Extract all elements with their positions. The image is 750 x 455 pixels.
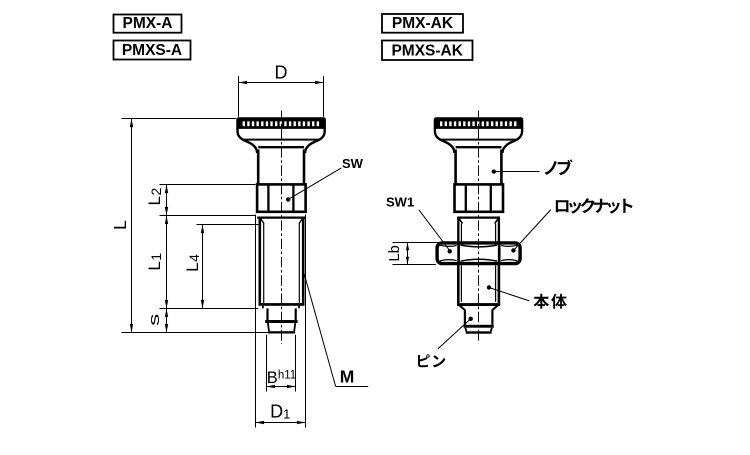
svg-text:L2: L2 — [145, 188, 164, 206]
svg-text:PMXS-A: PMXS-A — [122, 42, 182, 59]
svg-text:s: s — [146, 314, 162, 326]
svg-text:PMX-AK: PMX-AK — [392, 15, 454, 32]
svg-text:SW: SW — [342, 156, 364, 171]
svg-text:L: L — [110, 220, 130, 230]
svg-text:L1: L1 — [145, 253, 164, 271]
svg-text:M: M — [340, 366, 355, 386]
svg-text:PMX-A: PMX-A — [123, 15, 173, 32]
svg-text:D: D — [275, 63, 288, 83]
svg-text:D1: D1 — [270, 401, 290, 421]
svg-text:L4: L4 — [183, 254, 202, 272]
svg-text:Lb: Lb — [387, 245, 403, 261]
svg-text:SW1: SW1 — [386, 195, 414, 210]
svg-text:PMXS-AK: PMXS-AK — [391, 42, 463, 59]
